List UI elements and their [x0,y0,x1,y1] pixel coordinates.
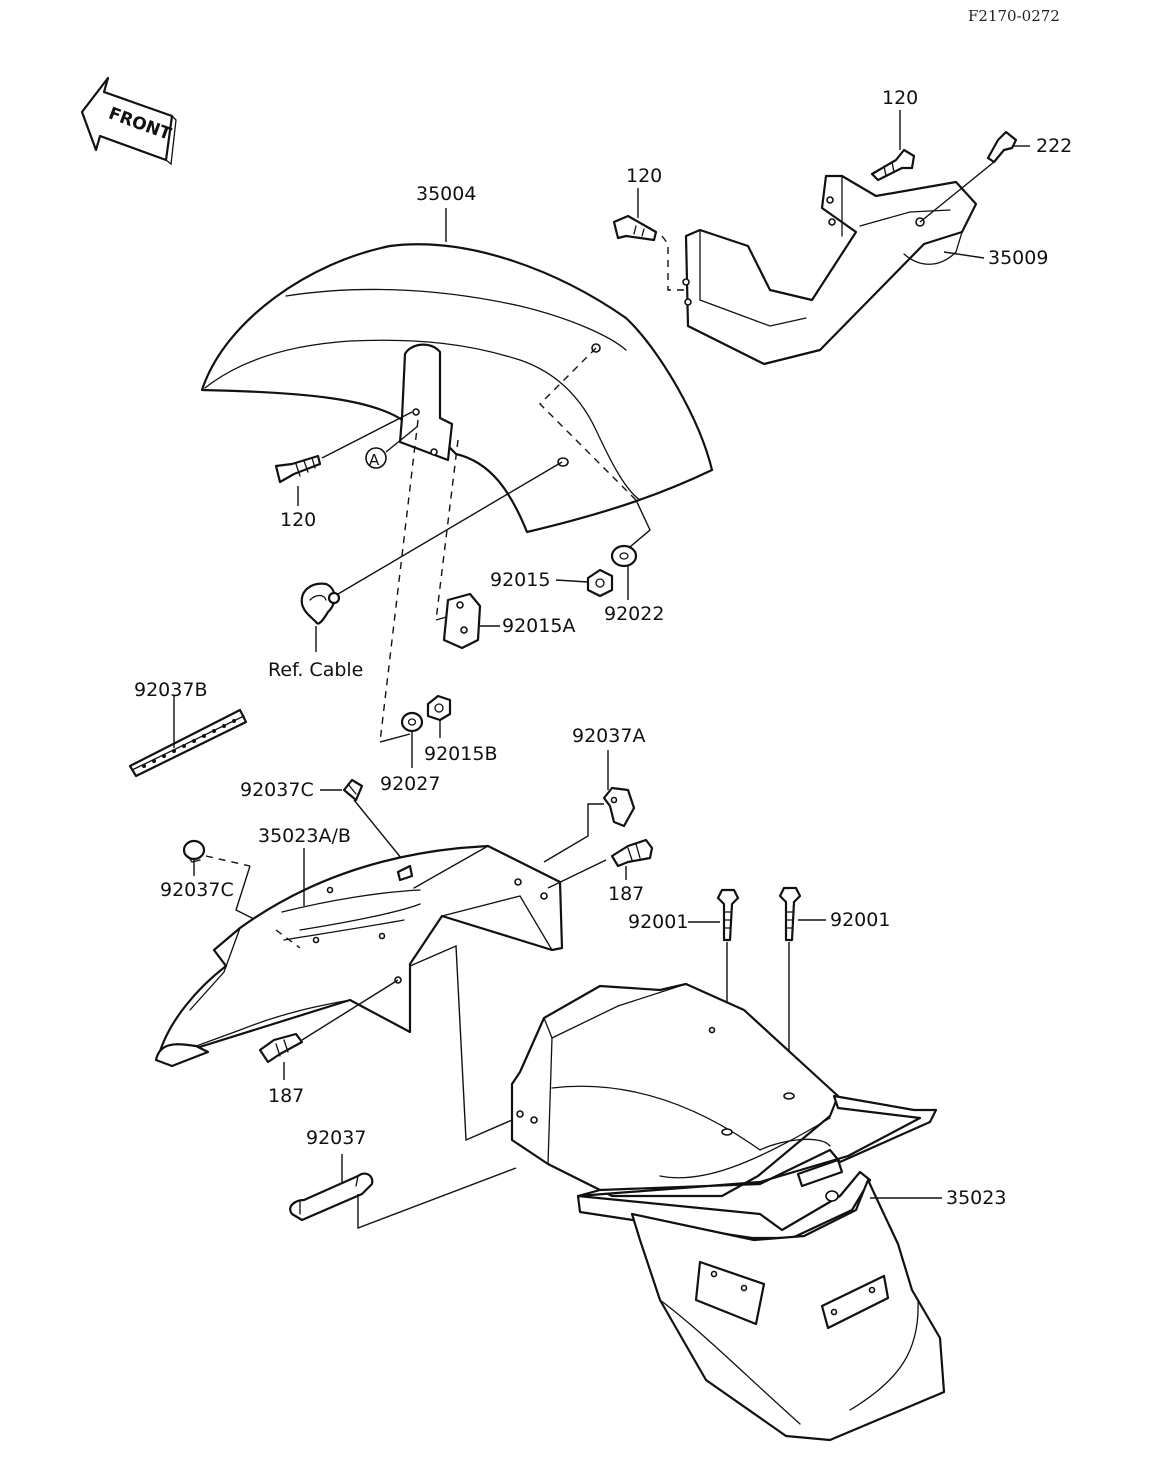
svg-text:A: A [369,451,380,469]
label-92037a: 92037A [572,725,645,747]
label-92015b: 92015B [424,743,497,765]
label-187-left: 187 [268,1085,304,1107]
label-120-mid: 120 [626,165,662,187]
bolt-120-mid [612,214,658,242]
clip-92037c-top [342,778,364,802]
bolt-120-top [870,148,916,182]
nut-92015b [426,694,452,722]
label-92037c-top: 92037C [240,779,314,801]
label-35023ab: 35023A/B [258,825,351,847]
label-35009: 35009 [988,247,1048,269]
bolt-120-left [274,454,322,484]
front-arrow-icon: FRONT [80,76,177,166]
label-92037c-left: 92037C [160,879,234,901]
label-222: 222 [1036,135,1072,157]
label-92037b: 92037B [134,679,207,701]
nut-92015 [586,568,614,598]
label-120-top: 120 [882,87,918,109]
bolt-92001-right [778,886,802,942]
collar-92027 [400,711,424,733]
rear-fender-35023 [510,982,946,1442]
label-92001-right: 92001 [830,909,890,931]
label-92001-left: 92001 [628,911,688,933]
ref-a-marker [365,447,387,469]
grommet-92037c-left [182,839,206,863]
bolt-187-right [610,838,654,868]
diagram-code: F2170-0272 [968,7,1060,25]
bolt-92001-left [716,888,740,942]
bracket-92037a [602,786,636,828]
label-ref-cable: Ref. Cable [268,659,363,681]
front-fender-35004 [200,243,714,534]
label-35004: 35004 [416,183,476,205]
label-92027: 92027 [380,773,440,795]
bolt-222 [986,130,1018,164]
cable-guide [300,582,341,625]
strap-92037 [289,1172,374,1222]
label-187-right: 187 [608,883,644,905]
label-120-left: 120 [280,509,316,531]
label-92037: 92037 [306,1127,366,1149]
label-92015: 92015 [490,569,550,591]
label-35023: 35023 [946,1187,1006,1209]
label-92022: 92022 [604,603,664,625]
inner-fender-35023ab [154,844,564,1068]
label-92015a: 92015A [502,615,575,637]
bracket-35009 [682,174,978,366]
plate-92015a [442,592,482,650]
collar-92022 [610,544,638,568]
trim-strip-92037b [128,708,248,778]
bolt-187-left [258,1032,304,1064]
